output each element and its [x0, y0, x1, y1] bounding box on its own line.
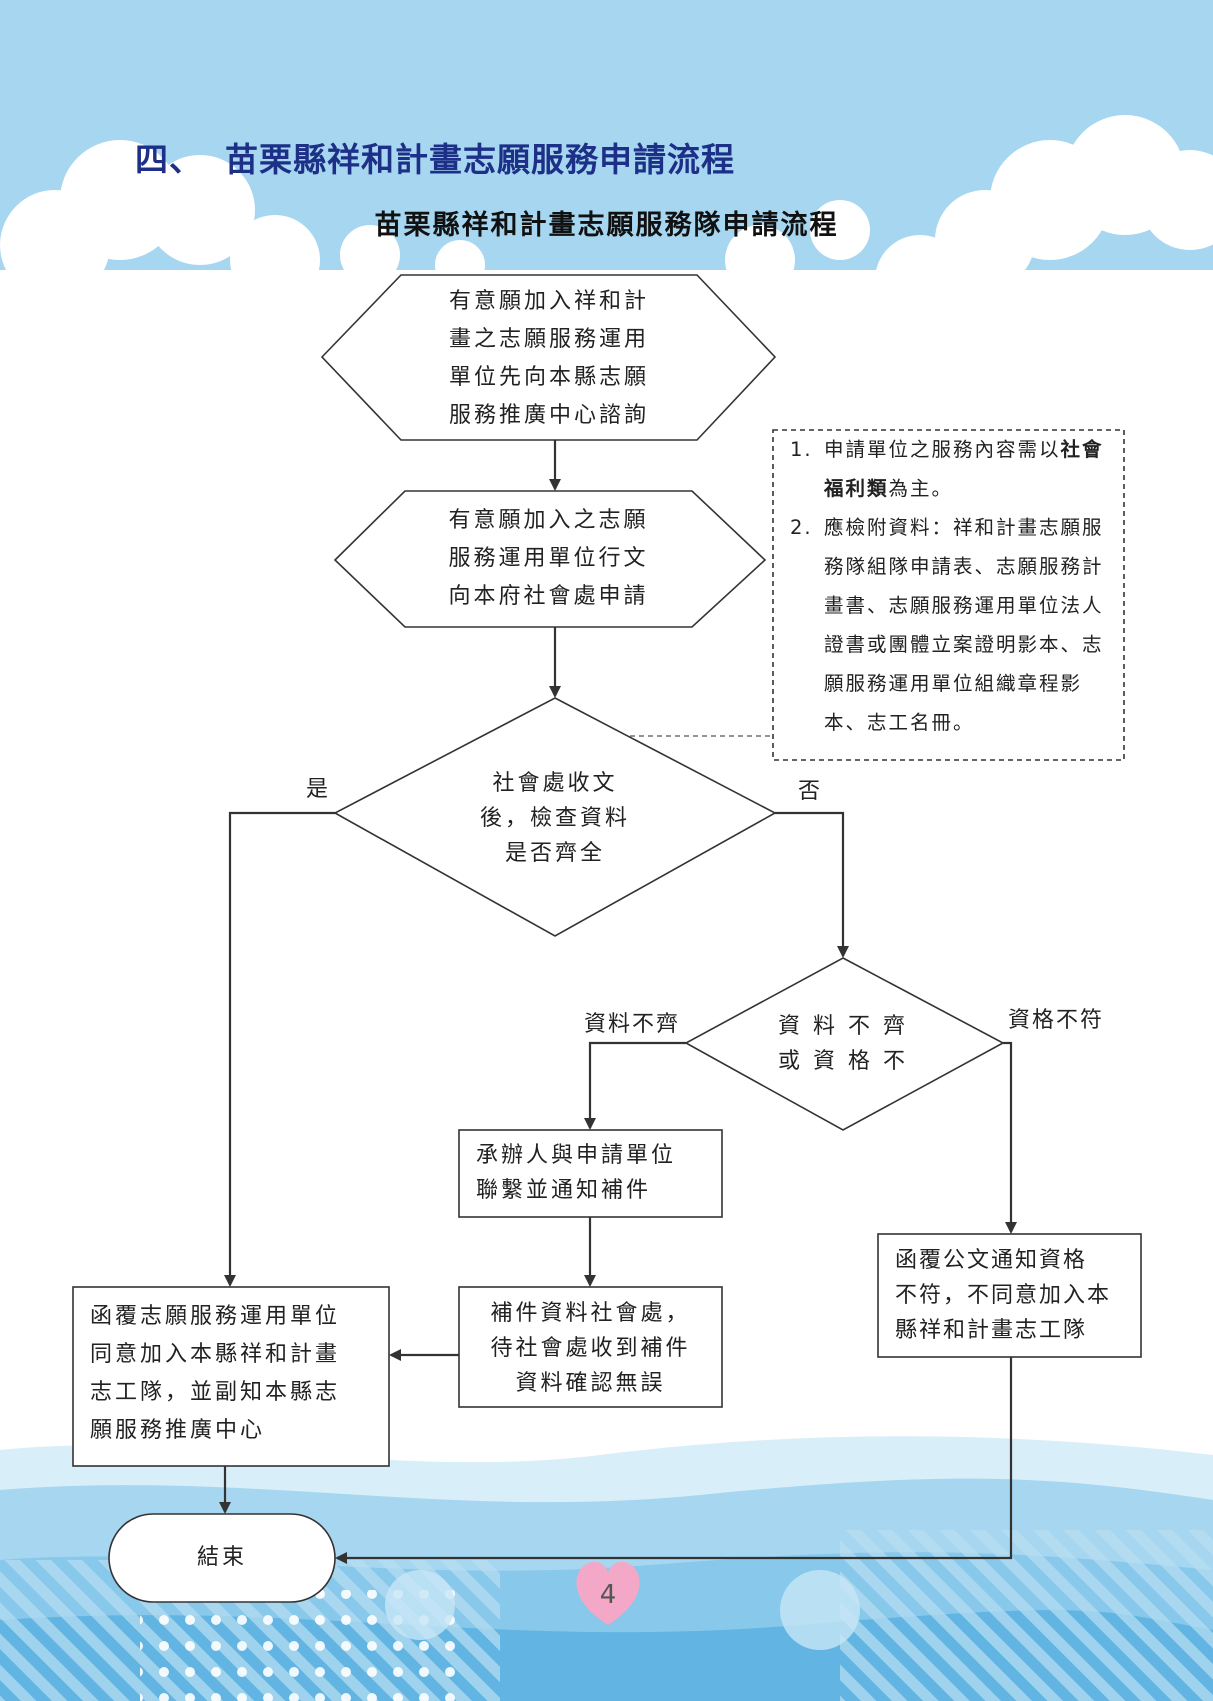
flowchart-title: 苗栗縣祥和計畫志願服務隊申請流程 [374, 210, 839, 241]
data-incomplete-label: 資料不齊 [584, 1012, 681, 1037]
check-diamond [333, 697, 777, 937]
consult-text: 有意願加入祥和計 畫之志願服務運用 單位先向本縣志願 服務推廣中心諮詢 [401, 283, 697, 435]
approve-line: 同意加入本縣祥和計畫 [90, 1342, 341, 1367]
approve-line: 願服務推廣中心 [90, 1418, 266, 1443]
consult-line: 畫之志願服務運用 [448, 327, 649, 352]
reject-line: 不符，不同意加入本 [895, 1283, 1112, 1308]
reject-box [877, 1233, 1142, 1358]
consult-line: 服務推廣中心諮詢 [448, 403, 649, 428]
note-item-number: 1. [790, 438, 813, 461]
check-text: 社會處收文 後，檢查資料 是否齊全 [435, 766, 675, 871]
incomplete-diamond [684, 957, 1005, 1131]
reject-line: 縣祥和計畫志工隊 [895, 1318, 1088, 1343]
note-item2-text: 應檢附資料：祥和計畫志願服務隊組隊申請表、志願服務計畫書、志願服務運用單位法人證… [824, 516, 1104, 734]
heart-icon [576, 1561, 640, 1625]
check-line: 後，檢查資料 [479, 806, 630, 831]
check-line: 是否齊全 [504, 841, 605, 866]
reject-text: 函覆公文通知資格 不符，不同意加入本 縣祥和計畫志工隊 [895, 1243, 1135, 1348]
unqualified-label: 資格不符 [1008, 1008, 1105, 1033]
note-item-2: 2. 應檢附資料：祥和計畫志願服務隊組隊申請表、志願服務計畫書、志願服務運用單位法… [774, 508, 1124, 742]
note-item1-bold: 社會福利類 [824, 438, 1104, 500]
approve-line: 函覆志願服務運用單位 [90, 1304, 341, 1329]
reject-line: 函覆公文通知資格 [895, 1248, 1088, 1273]
apply-line: 有意願加入之志願 [448, 508, 649, 533]
page-number: 4 [599, 1580, 617, 1610]
notify-line: 承辦人與申請單位 [476, 1143, 677, 1168]
note-item1-end: 為主。 [888, 477, 954, 500]
resubmit-text: 補件資料社會處， 待社會處收到補件 資料確認無誤 [463, 1296, 718, 1401]
consult-line: 單位先向本縣志願 [448, 365, 649, 390]
approve-text: 函覆志願服務運用單位 同意加入本縣祥和計畫 志工隊，並副知本縣志 願服務推廣中心 [90, 1298, 386, 1450]
requirements-note: 1. 申請單位之服務內容需以社會福利類為主。 2. 應檢附資料：祥和計畫志願服務隊組… [774, 430, 1124, 760]
notify-line: 聯繫並通知補件 [476, 1178, 652, 1203]
section-heading: 四、苗栗縣祥和計畫志願服務申請流程 [135, 133, 735, 181]
apply-text: 有意願加入之志願 服務運用單位行文 向本府社會處申請 [405, 502, 692, 616]
resubmit-line: 補件資料社會處， [490, 1301, 691, 1326]
check-line: 社會處收文 [492, 771, 618, 796]
notify-box [458, 1129, 723, 1218]
consult-line: 有意願加入祥和計 [448, 289, 649, 314]
resubmit-line: 待社會處收到補件 [490, 1336, 691, 1361]
apply-hexagon [333, 490, 767, 628]
resubmit-line: 資料確認無誤 [515, 1371, 666, 1396]
note-item-1: 1. 申請單位之服務內容需以社會福利類為主。 [774, 430, 1124, 508]
note-item1-text: 申請單位之服務內容需以 [824, 438, 1061, 461]
section-title: 苗栗縣祥和計畫志願服務申請流程 [225, 140, 735, 179]
approve-line: 志工隊，並副知本縣志 [90, 1380, 341, 1405]
resubmit-box [458, 1286, 723, 1408]
note-box [772, 429, 1125, 761]
apply-line: 服務運用單位行文 [448, 546, 649, 571]
consult-hexagon [320, 274, 777, 441]
incomplete-line: 或 資 格 不 [778, 1049, 908, 1074]
apply-line: 向本府社會處申請 [448, 584, 649, 609]
notify-text: 承辦人與申請單位 聯繫並通知補件 [476, 1138, 716, 1208]
incomplete-line: 資 料 不 齊 [778, 1014, 908, 1039]
yes-label: 是 [306, 777, 331, 802]
section-number: 四、 [135, 140, 203, 179]
incomplete-text: 資 料 不 齊 或 資 格 不 [743, 1009, 943, 1079]
note-item-number: 2. [790, 516, 813, 539]
end-text: 結束 [196, 1545, 247, 1570]
approve-box [72, 1286, 390, 1467]
no-label: 否 [798, 779, 823, 804]
